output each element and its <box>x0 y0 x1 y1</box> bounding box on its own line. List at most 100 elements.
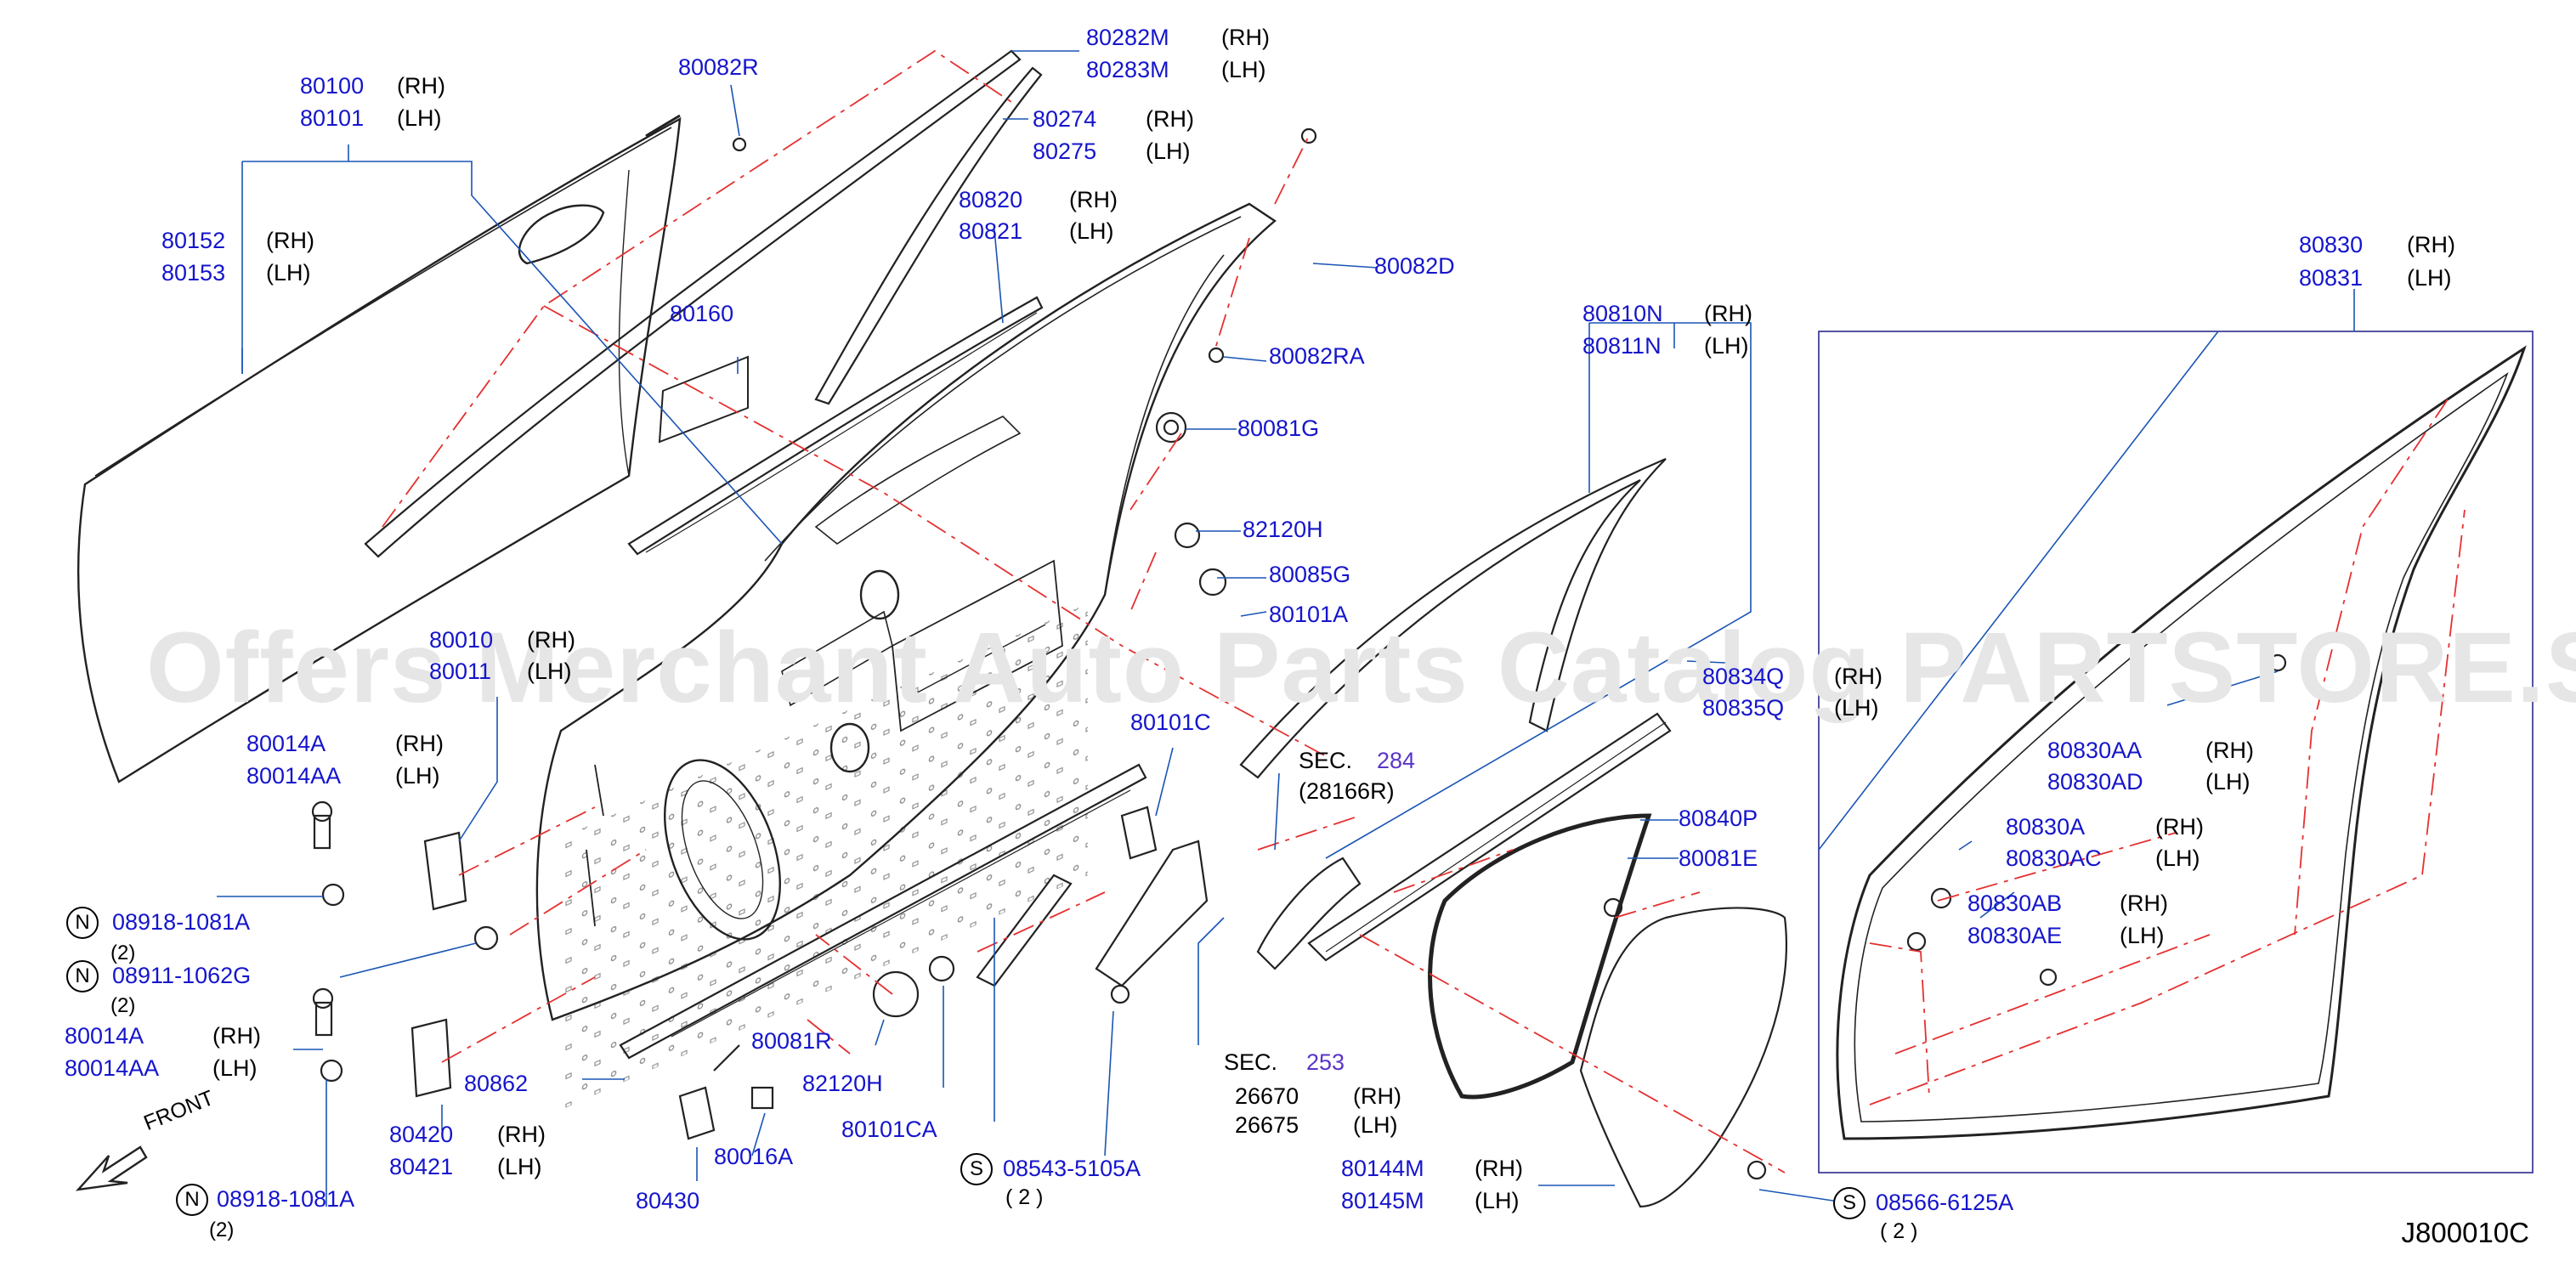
part-label[interactable]: 80144M <box>1341 1156 1424 1181</box>
qty-label: ( 2 ) <box>1880 1219 1918 1243</box>
nut-symbol-icon: N <box>66 907 99 939</box>
body-weatherstrip <box>1836 345 2527 1140</box>
part-label[interactable]: 80830AB <box>1967 891 2063 916</box>
part-label[interactable]: 80085G <box>1269 562 1351 587</box>
part-label[interactable]: 82120H <box>1243 517 1323 542</box>
part-label[interactable]: 82120H <box>802 1071 883 1096</box>
qty-label: ( 2 ) <box>1005 1185 1044 1209</box>
part-label[interactable]: 80421 <box>389 1154 454 1179</box>
part-label[interactable]: 80862 <box>464 1071 529 1096</box>
part-label[interactable]: 80820 <box>959 187 1023 212</box>
section-label: SEC. <box>1299 748 1353 773</box>
part-label[interactable]: 80014AA <box>65 1055 160 1081</box>
qty-label: (2) <box>209 1219 235 1241</box>
side-label: (RH) <box>1146 106 1194 132</box>
part-label[interactable]: 80014A <box>65 1023 144 1049</box>
side-label: (LH) <box>266 260 311 286</box>
part-label[interactable]: 80152 <box>161 228 226 253</box>
part-label[interactable]: 80010 <box>429 627 494 653</box>
sealing-screen <box>1579 907 1788 1208</box>
side-label: (LH) <box>1475 1188 1520 1213</box>
part-label[interactable]: 80830AD <box>2047 769 2143 794</box>
part-label[interactable]: 80160 <box>670 301 734 326</box>
part-label[interactable]: 80081R <box>751 1028 832 1054</box>
side-label: (RH) <box>497 1122 546 1147</box>
part-label[interactable]: 80153 <box>161 260 226 286</box>
side-label: (RH) <box>1221 25 1270 50</box>
side-label: (LH) <box>527 659 572 684</box>
ref-part-label: 26670 <box>1235 1083 1299 1109</box>
side-label: (LH) <box>1221 57 1266 82</box>
part-label[interactable]: 80101CA <box>841 1117 937 1142</box>
side-label: (LH) <box>2155 845 2200 871</box>
side-label: (RH) <box>212 1023 261 1049</box>
side-label: (RH) <box>395 731 444 756</box>
side-label: (LH) <box>497 1154 542 1179</box>
part-label[interactable]: 80835Q <box>1702 695 1785 721</box>
part-label[interactable]: 80283M <box>1086 57 1169 82</box>
side-label: (RH) <box>397 73 445 99</box>
part-label[interactable]: 08543-5105A <box>1003 1156 1141 1181</box>
nut-symbol-icon: N <box>66 960 99 992</box>
part-label[interactable]: 08911-1062G <box>112 963 252 988</box>
part-label[interactable]: 80014AA <box>246 763 342 789</box>
part-label[interactable]: 80430 <box>636 1188 700 1213</box>
front-arrow-icon <box>75 1145 148 1191</box>
part-label[interactable]: 08918-1081A <box>112 909 251 935</box>
part-label[interactable]: 80811N <box>1582 333 1662 359</box>
side-label: (LH) <box>1704 333 1749 359</box>
side-label: (LH) <box>2120 923 2165 948</box>
door-outer-panel <box>76 114 682 783</box>
section-number[interactable]: 284 <box>1377 748 1416 773</box>
part-label[interactable]: 80082R <box>678 54 759 80</box>
part-label[interactable]: 80830 <box>2299 232 2364 257</box>
part-label[interactable]: 80101 <box>300 105 365 131</box>
inner-seal <box>1428 813 1652 1100</box>
part-label[interactable]: 80830AA <box>2047 738 2143 763</box>
side-label: (RH) <box>2120 891 2168 916</box>
side-label: (LH) <box>395 763 440 789</box>
part-label[interactable]: 80830A <box>2006 814 2086 840</box>
part-label[interactable]: 08566-6125A <box>1876 1190 2014 1215</box>
part-label[interactable]: 80145M <box>1341 1188 1424 1213</box>
side-label: (RH) <box>1353 1083 1401 1109</box>
side-label: (RH) <box>1834 664 1882 689</box>
part-label[interactable]: 80420 <box>389 1122 454 1147</box>
side-label: (LH) <box>2205 769 2250 794</box>
part-label[interactable]: 80011 <box>429 659 492 684</box>
side-label: (LH) <box>1146 139 1191 164</box>
part-label[interactable]: 80101A <box>1269 602 1349 627</box>
part-label[interactable]: 80830AE <box>1967 923 2063 948</box>
side-label: (RH) <box>266 228 314 253</box>
part-label[interactable]: 80840P <box>1679 806 1758 831</box>
side-label: (RH) <box>2205 738 2254 763</box>
side-label: (LH) <box>1834 695 1879 721</box>
door-inner-frame <box>535 202 1277 1111</box>
part-label[interactable]: 80834Q <box>1702 664 1785 689</box>
section-number[interactable]: 253 <box>1306 1049 1345 1075</box>
part-label[interactable]: 80282M <box>1086 25 1169 50</box>
part-label[interactable]: 80016A <box>714 1144 794 1169</box>
part-label[interactable]: 80831 <box>2299 265 2364 291</box>
label-sticker <box>658 355 749 444</box>
part-label[interactable]: 80100 <box>300 73 365 99</box>
screw-symbol-icon: S <box>1833 1187 1865 1219</box>
part-label[interactable]: 80821 <box>959 218 1023 244</box>
qty-label: (2) <box>110 942 136 964</box>
part-label[interactable]: 80275 <box>1033 139 1097 164</box>
side-label: (LH) <box>2407 265 2452 291</box>
part-label[interactable]: 80274 <box>1033 106 1097 132</box>
part-label[interactable]: 80101C <box>1130 710 1211 735</box>
part-label[interactable]: 80830AC <box>2006 845 2102 871</box>
hinges-and-fasteners <box>311 127 2287 1180</box>
diagram-code: J800010C <box>2401 1217 2529 1248</box>
sill-mouldings <box>619 763 1158 1060</box>
part-label[interactable]: 80810N <box>1582 301 1663 326</box>
part-label[interactable]: 08918-1081A <box>217 1186 355 1212</box>
part-label[interactable]: 80081E <box>1679 845 1758 871</box>
part-label[interactable]: 80081G <box>1237 416 1320 441</box>
part-label[interactable]: 80014A <box>246 731 326 756</box>
part-label[interactable]: 80082D <box>1374 253 1455 279</box>
part-label[interactable]: 80082RA <box>1269 343 1365 369</box>
